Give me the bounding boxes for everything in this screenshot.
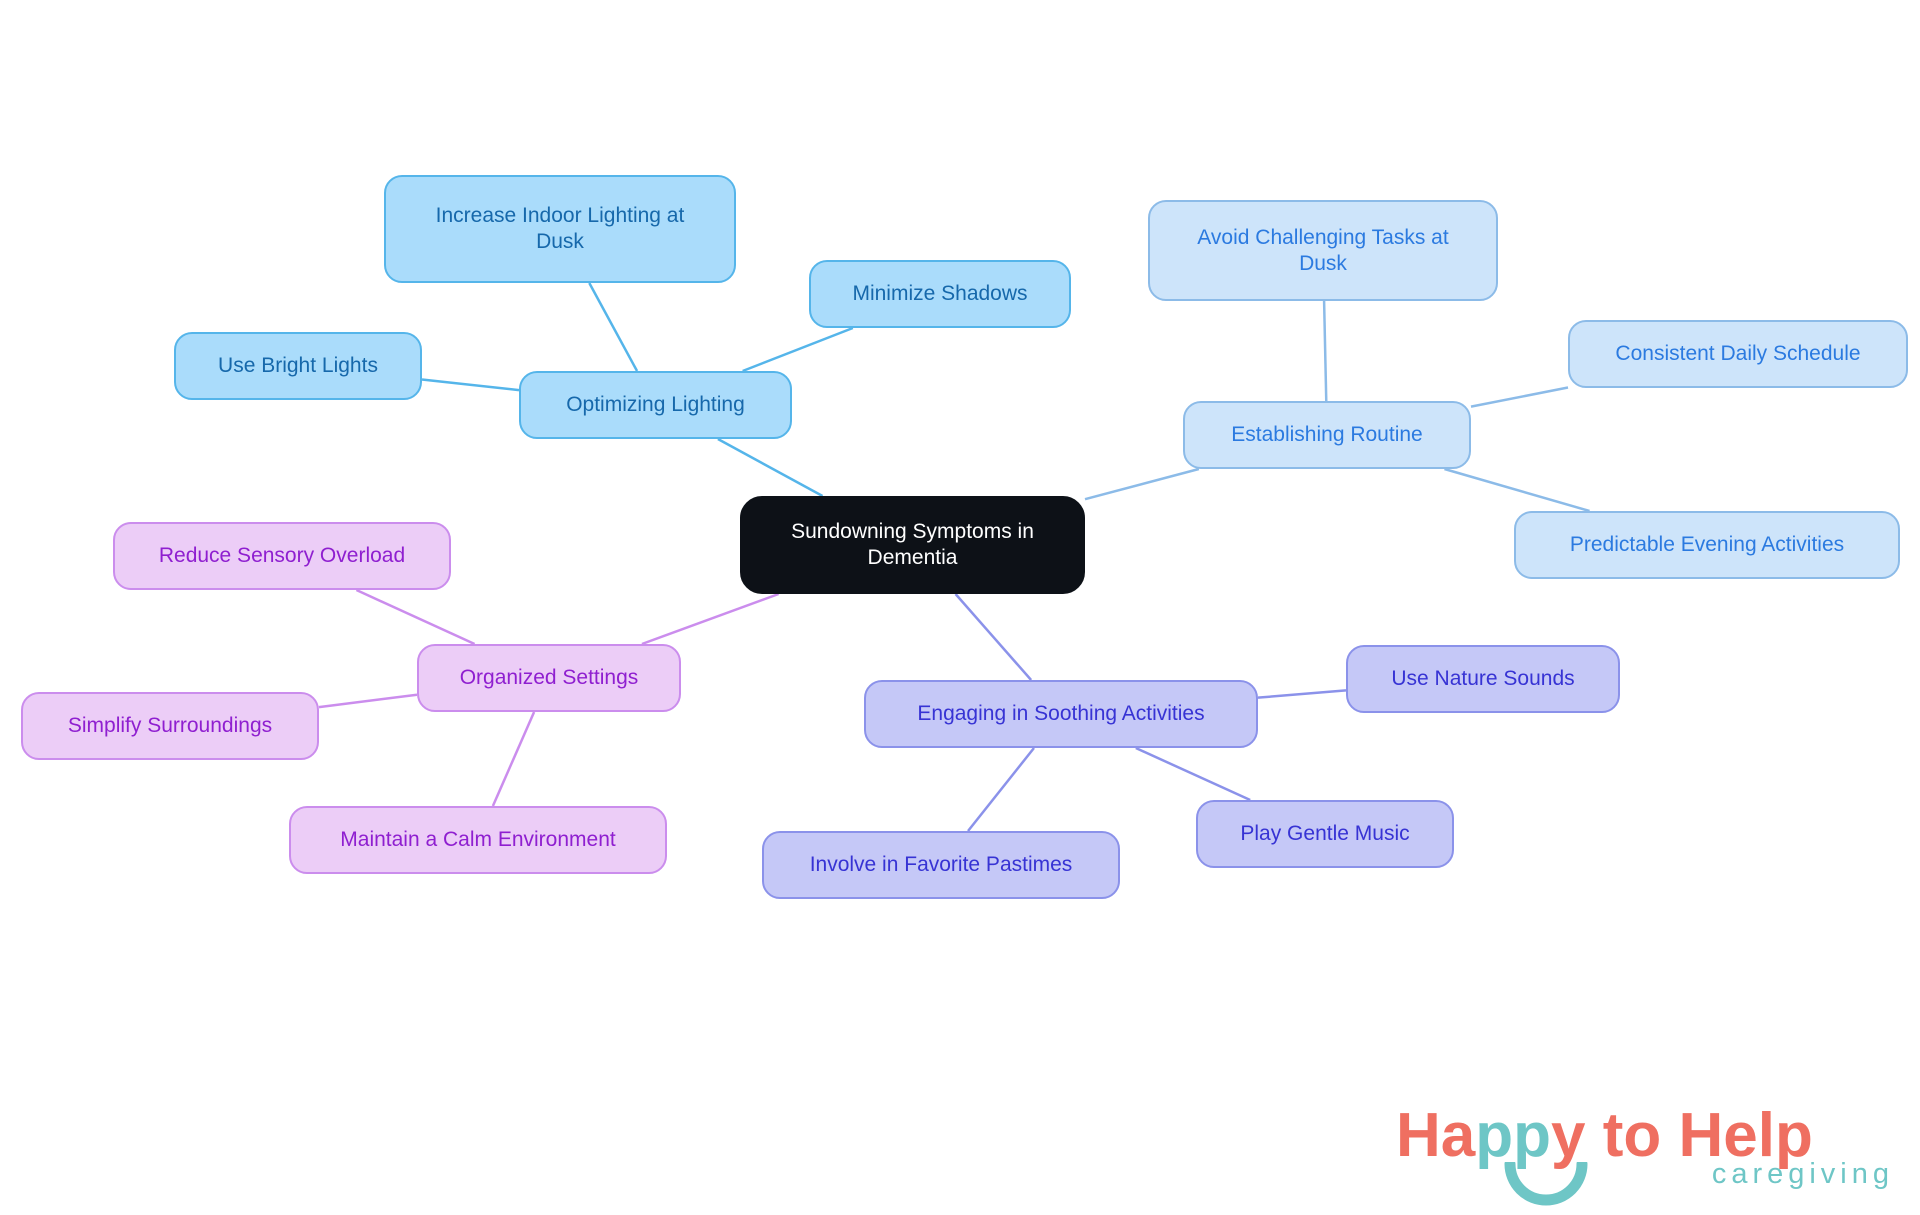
edge-establishing-routine-to-consistent-daily-schedule [1470,386,1569,408]
edge-optimizing-lighting-to-increase-indoor-lighting-at-dusk [588,282,639,372]
leaf-node-reduce-sensory-overload[interactable]: Reduce Sensory Overload [113,522,451,590]
edge-root-to-organized-settings [641,592,780,646]
leaf-node-use-nature-sounds[interactable]: Use Nature Sounds [1346,645,1620,713]
edge-optimizing-lighting-to-use-bright-lights [421,378,520,392]
node-label: Involve in Favorite Pastimes [809,853,1073,877]
edge-establishing-routine-to-predictable-evening-activities [1444,467,1590,513]
logo-word-ha: Ha [1396,1101,1476,1170]
logo-tagline: caregiving [1711,1158,1894,1190]
node-label: Avoid Challenging Tasks at Dusk [1197,225,1449,275]
edge-engaging-in-soothing-activities-to-involve-in-favorite-pastimes [967,747,1035,832]
edge-engaging-in-soothing-activities-to-play-gentle-music [1135,746,1251,802]
node-label: Sundowning Symptoms in Dementia [791,520,1034,569]
node-label: Minimize Shadows [852,282,1028,306]
node-label: Optimizing Lighting [566,393,745,417]
logo-wordmark: Happy to Help [1396,1100,1813,1171]
edge-organized-settings-to-simplify-surroundings [318,693,418,709]
leaf-node-involve-in-favorite-pastimes[interactable]: Involve in Favorite Pastimes [762,831,1120,899]
branch-node-establishing-routine[interactable]: Establishing Routine [1183,401,1471,469]
leaf-node-avoid-challenging-tasks-at-dusk[interactable]: Avoid Challenging Tasks at Dusk [1148,200,1498,301]
edge-engaging-in-soothing-activities-to-use-nature-sounds [1257,689,1347,699]
edge-organized-settings-to-maintain-a-calm-environment [491,711,536,807]
branch-node-organized-settings[interactable]: Organized Settings [417,644,681,712]
branch-node-optimizing-lighting[interactable]: Optimizing Lighting [519,371,792,439]
brand-logo: Happy to Help caregiving [1396,1100,1896,1206]
smile-icon [1504,1162,1588,1206]
edge-establishing-routine-to-avoid-challenging-tasks-at-dusk [1322,300,1328,402]
node-label: Organized Settings [459,666,639,690]
leaf-node-maintain-a-calm-environment[interactable]: Maintain a Calm Environment [289,806,667,874]
node-label: Establishing Routine [1231,423,1423,447]
leaf-node-predictable-evening-activities[interactable]: Predictable Evening Activities [1514,511,1900,579]
leaf-node-play-gentle-music[interactable]: Play Gentle Music [1196,800,1454,868]
edge-root-to-establishing-routine [1084,467,1200,501]
edge-root-to-engaging-in-soothing-activities [954,593,1033,681]
node-label: Consistent Daily Schedule [1615,342,1861,366]
node-label: Increase Indoor Lighting at Dusk [435,204,685,253]
node-label: Predictable Evening Activities [1569,533,1845,557]
leaf-node-use-bright-lights[interactable]: Use Bright Lights [174,332,422,400]
leaf-node-increase-indoor-lighting-at-dusk[interactable]: Increase Indoor Lighting at Dusk [384,175,736,283]
node-label: Reduce Sensory Overload [158,544,406,568]
leaf-node-consistent-daily-schedule[interactable]: Consistent Daily Schedule [1568,320,1908,388]
edge-optimizing-lighting-to-minimize-shadows [742,326,854,373]
node-label: Use Bright Lights [218,354,378,378]
node-label: Use Nature Sounds [1391,667,1575,691]
node-label: Play Gentle Music [1240,822,1410,846]
branch-node-engaging-in-soothing-activities[interactable]: Engaging in Soothing Activities [864,680,1258,748]
edge-organized-settings-to-reduce-sensory-overload [355,588,476,646]
node-label: Engaging in Soothing Activities [917,702,1205,726]
root-node-root[interactable]: Sundowning Symptoms in Dementia [740,496,1085,594]
logo-word-pp: pp [1475,1101,1552,1170]
logo-word-y-to-help: y to Help [1551,1101,1813,1170]
leaf-node-minimize-shadows[interactable]: Minimize Shadows [809,260,1071,328]
edge-root-to-optimizing-lighting [717,437,824,498]
node-label: Maintain a Calm Environment [340,828,616,852]
node-label: Simplify Surroundings [67,714,273,738]
leaf-node-simplify-surroundings[interactable]: Simplify Surroundings [21,692,319,760]
